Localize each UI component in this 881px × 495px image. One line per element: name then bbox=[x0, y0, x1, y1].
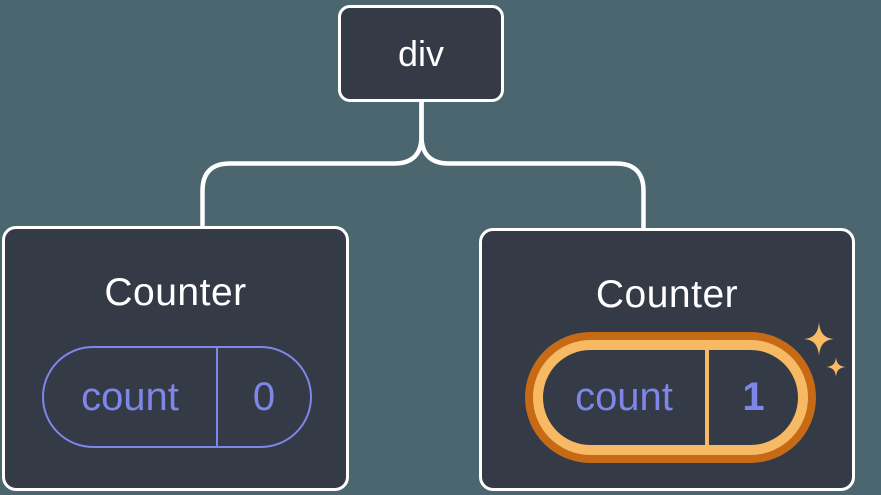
counter-card-left: Counter count 0 bbox=[2, 226, 349, 491]
state-pill-highlight-ring: count 1 bbox=[525, 332, 816, 463]
state-key: count bbox=[543, 350, 709, 445]
state-pill: count 1 bbox=[543, 350, 798, 445]
connector-left-branch bbox=[200, 101, 424, 227]
root-node-label: div bbox=[397, 32, 445, 74]
component-title: Counter bbox=[104, 271, 247, 314]
counter-card-right: Counter count 1 bbox=[479, 228, 855, 491]
state-value: 0 bbox=[252, 374, 276, 419]
state-pill: count 0 bbox=[42, 346, 312, 448]
state-value: 1 bbox=[742, 375, 765, 419]
root-node-div: div bbox=[338, 5, 504, 102]
state-key: count bbox=[44, 348, 218, 446]
component-title: Counter bbox=[595, 273, 739, 316]
connector-right-branch bbox=[419, 101, 646, 229]
